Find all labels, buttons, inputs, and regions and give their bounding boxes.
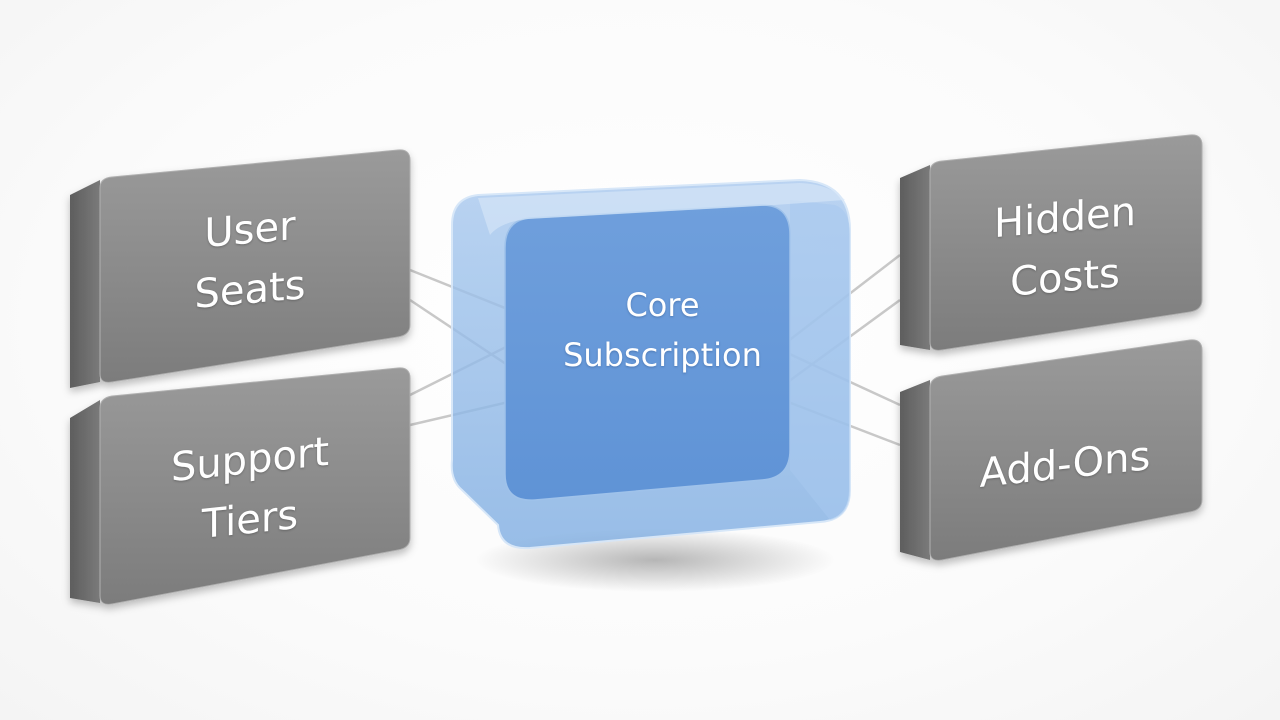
node-hidden-costs-label: Hidden Costs [994, 188, 1136, 306]
node-add-ons [900, 339, 1203, 561]
core-right-glass [790, 200, 850, 520]
core-top-highlight [478, 183, 845, 235]
node-hidden-costs [900, 134, 1203, 351]
node-core-subscription [450, 178, 851, 550]
node-support-tiers-label: Support Tiers [170, 428, 330, 549]
node-user-seats-face [99, 149, 411, 383]
node-add-ons-side [900, 380, 930, 560]
node-user-seats [70, 149, 411, 388]
node-hidden-costs-side [900, 165, 930, 350]
node-add-ons-face [929, 339, 1203, 561]
core-front-face [504, 204, 791, 501]
node-add-ons-label: Add-Ons [979, 433, 1151, 497]
core-subscription-label: Core Subscription [563, 286, 762, 374]
node-support-tiers-side [70, 400, 100, 603]
node-hidden-costs-face [929, 134, 1203, 351]
node-user-seats-side [70, 180, 100, 388]
node-user-seats-label: User Seats [194, 203, 306, 318]
node-support-tiers-face [99, 367, 411, 605]
node-support-tiers [70, 367, 411, 605]
